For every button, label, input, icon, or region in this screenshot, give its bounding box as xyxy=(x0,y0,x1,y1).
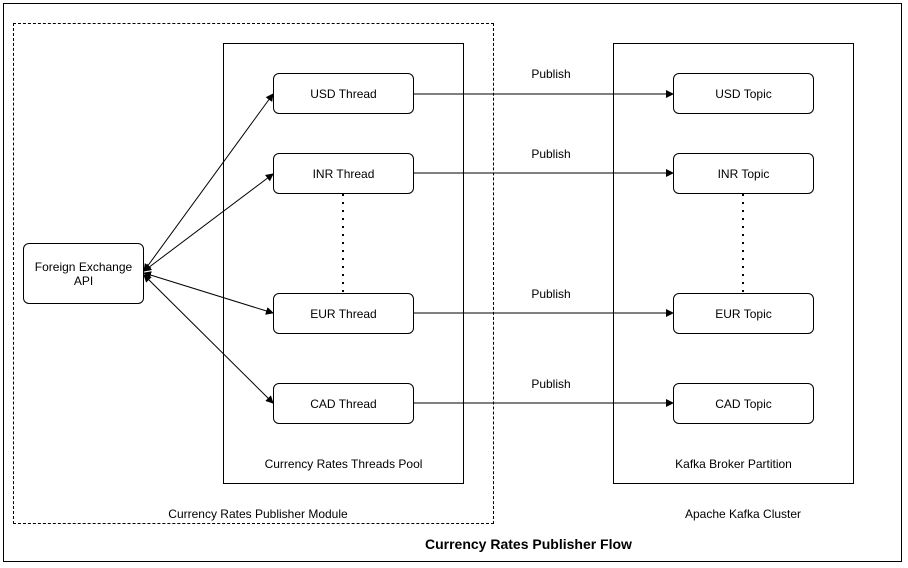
threads-pool-label: Currency Rates Threads Pool xyxy=(264,457,423,471)
diagram-title: Currency Rates Publisher Flow xyxy=(425,536,632,552)
inr-thread-node: INR Thread xyxy=(273,153,414,194)
broker-partition-label: Kafka Broker Partition xyxy=(675,457,792,471)
inr-thread-label: INR Thread xyxy=(312,166,375,181)
eur-topic-label: EUR Topic xyxy=(715,306,772,321)
inr-topic-label: INR Topic xyxy=(717,166,770,181)
cad-topic-node: CAD Topic xyxy=(673,383,814,424)
usd-topic-label: USD Topic xyxy=(715,86,772,101)
eur-thread-label: EUR Thread xyxy=(310,306,377,321)
usd-thread-node: USD Thread xyxy=(273,73,414,114)
inr-topic-node: INR Topic xyxy=(673,153,814,194)
foreign-exchange-api-node: Foreign Exchange API xyxy=(23,243,144,304)
cad-topic-label: CAD Topic xyxy=(715,396,772,411)
cad-publish-label: Publish xyxy=(531,377,571,391)
diagram-frame xyxy=(3,3,902,562)
eur-thread-node: EUR Thread xyxy=(273,293,414,334)
usd-topic-node: USD Topic xyxy=(673,73,814,114)
usd-thread-label: USD Thread xyxy=(310,86,377,101)
eur-topic-node: EUR Topic xyxy=(673,293,814,334)
usd-publish-label: Publish xyxy=(531,67,571,81)
cad-thread-label: CAD Thread xyxy=(310,396,377,411)
eur-publish-label: Publish xyxy=(531,287,571,301)
publisher-module-label: Currency Rates Publisher Module xyxy=(168,507,348,521)
api-label: Foreign Exchange API xyxy=(34,259,133,288)
broker-partition-container xyxy=(613,43,854,484)
publisher-module-boundary xyxy=(13,23,494,524)
kafka-cluster-label: Apache Kafka Cluster xyxy=(684,507,802,521)
inr-publish-label: Publish xyxy=(531,147,571,161)
cad-thread-node: CAD Thread xyxy=(273,383,414,424)
